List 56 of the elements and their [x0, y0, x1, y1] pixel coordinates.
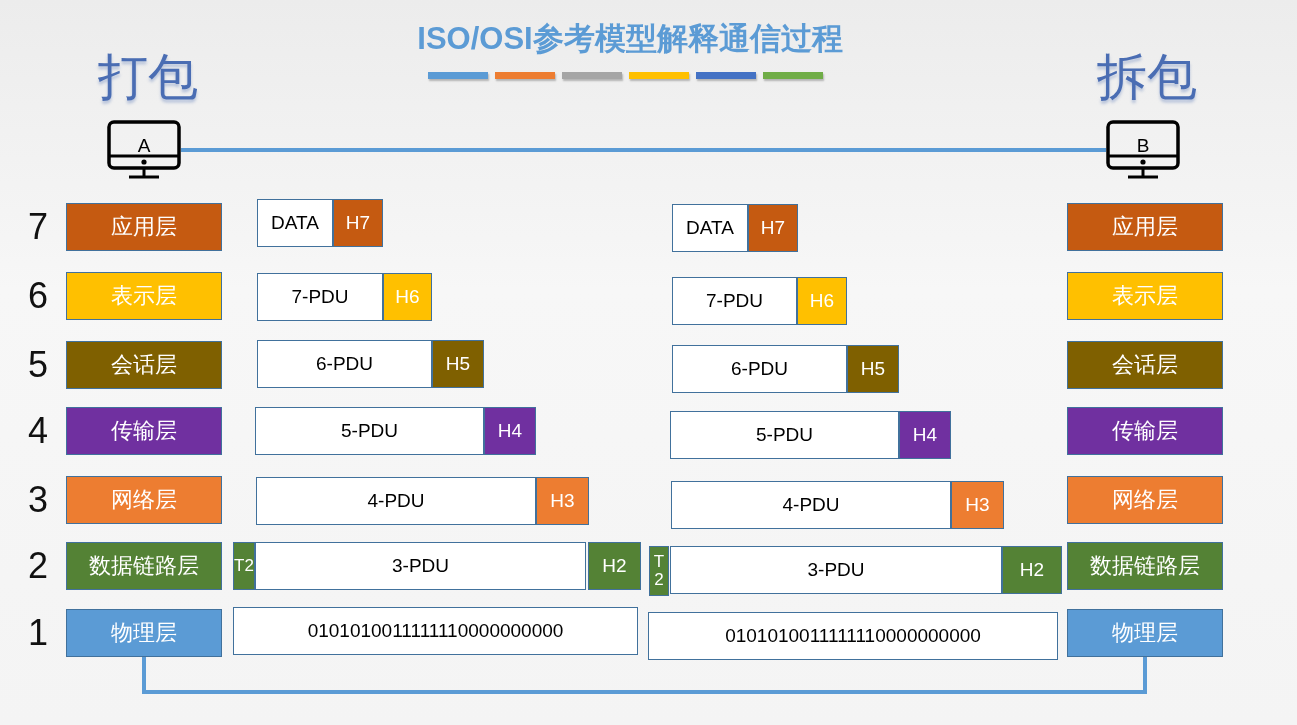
- layer-box: 数据链路层: [1067, 542, 1223, 590]
- layer-box: 物理层: [1067, 609, 1223, 657]
- pdu-segment: 7-PDU: [257, 273, 383, 321]
- title: ISO/OSI参考模型解释通信过程: [416, 20, 844, 58]
- header-segment: H3: [951, 481, 1004, 529]
- layer-number: 1: [27, 615, 49, 651]
- pdu-segment: DATA: [672, 204, 748, 252]
- layer-box: 表示层: [1067, 272, 1223, 320]
- pdu-segment: 5-PDU: [670, 411, 899, 459]
- layer-box: 会话层: [66, 341, 222, 389]
- layer-number: 4: [27, 413, 49, 449]
- trailer-segment: T2: [649, 546, 669, 596]
- header-segment: H6: [383, 273, 432, 321]
- layer-number: 6: [27, 278, 49, 314]
- layer-box: 表示层: [66, 272, 222, 320]
- header-segment: H6: [797, 277, 847, 325]
- header-segment: H4: [899, 411, 951, 459]
- layer-box: 会话层: [1067, 341, 1223, 389]
- header-segment: H5: [432, 340, 484, 388]
- computer-label: A: [137, 136, 151, 155]
- layer-number: 2: [27, 548, 49, 584]
- header-segment: H2: [1002, 546, 1062, 594]
- layer-box: 传输层: [1067, 407, 1223, 455]
- bit-stream-box: 0101010011111110000000000: [648, 612, 1058, 660]
- caption-text: 打包: [97, 52, 199, 102]
- connection-line: [142, 657, 1147, 694]
- pdu-segment: DATA: [257, 199, 333, 247]
- header-segment: H5: [847, 345, 899, 393]
- layer-box: 数据链路层: [66, 542, 222, 590]
- header-segment: H7: [748, 204, 798, 252]
- layer-box: 网络层: [1067, 476, 1223, 524]
- pdu-segment: 3-PDU: [670, 546, 1002, 594]
- layer-number: 3: [27, 482, 49, 518]
- pdu-segment: 6-PDU: [257, 340, 432, 388]
- pdu-segment: 3-PDU: [255, 542, 586, 590]
- pdu-segment: 4-PDU: [671, 481, 951, 529]
- bit-stream-box: 0101010011111110000000000: [233, 607, 638, 655]
- caption-text: 拆包: [1096, 52, 1198, 102]
- trailer-segment: T2: [233, 542, 255, 590]
- pdu-segment: 5-PDU: [255, 407, 484, 455]
- layer-number: 7: [27, 209, 49, 245]
- pdu-segment: 4-PDU: [256, 477, 536, 525]
- layer-box: 网络层: [66, 476, 222, 524]
- computer-label: B: [1136, 136, 1150, 155]
- header-segment: H3: [536, 477, 589, 525]
- layer-box: 应用层: [1067, 203, 1223, 251]
- layer-number: 5: [27, 347, 49, 383]
- layer-box: 物理层: [66, 609, 222, 657]
- connection-line: [181, 148, 1106, 152]
- pdu-segment: 7-PDU: [672, 277, 797, 325]
- header-segment: H4: [484, 407, 536, 455]
- pdu-segment: 6-PDU: [672, 345, 847, 393]
- header-segment: H7: [333, 199, 383, 247]
- layer-box: 应用层: [66, 203, 222, 251]
- header-segment: H2: [588, 542, 641, 590]
- layer-box: 传输层: [66, 407, 222, 455]
